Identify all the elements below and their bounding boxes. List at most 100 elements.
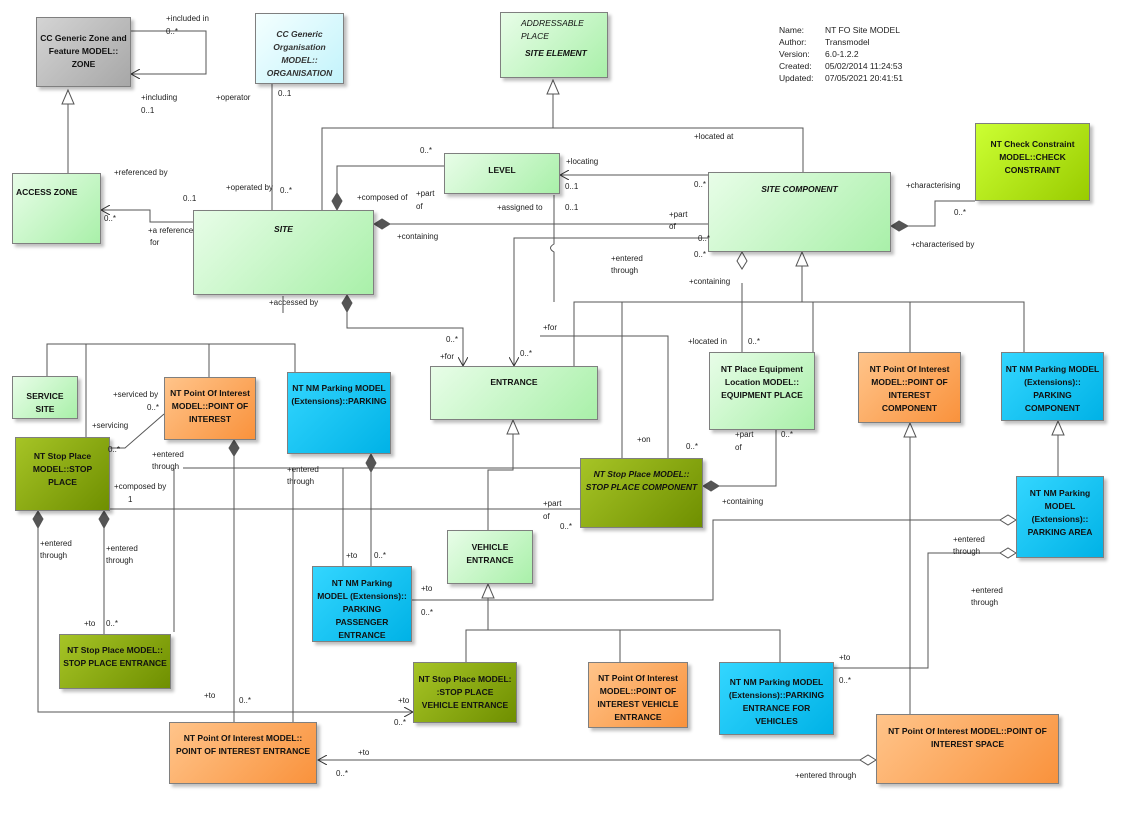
class-organisation-label: CC Generic Organisation MODEL:: ORGANISA… xyxy=(266,29,333,78)
class-stop-place-entrance-label: NT Stop Place MODEL:: STOP PLACE ENTRANC… xyxy=(63,645,167,668)
class-site[interactable]: SITE xyxy=(193,210,374,295)
class-stop-place-entrance[interactable]: NT Stop Place MODEL:: STOP PLACE ENTRANC… xyxy=(59,634,171,689)
role-label: +accessed by xyxy=(269,298,319,307)
class-poi-vehicle-entrance-label: NT Point Of Interest MODEL::POINT OF INT… xyxy=(597,673,679,722)
role-label: +entered xyxy=(287,465,319,474)
role-label: +assigned to xyxy=(497,203,543,212)
multiplicity-label: 0..* xyxy=(280,186,293,195)
class-access-zone-label: ACCESS ZONE xyxy=(16,187,78,197)
meta-author-key: Author: xyxy=(779,37,807,47)
multiplicity-label: 1 xyxy=(128,495,133,504)
role-label: +to xyxy=(358,748,370,757)
role-label-for: for xyxy=(150,238,160,247)
class-check-constraint-label: NT Check Constraint MODEL::CHECK CONSTRA… xyxy=(990,139,1075,175)
role-label-of: of xyxy=(543,512,550,521)
role-label-through: through xyxy=(106,556,134,565)
role-label: +on xyxy=(637,435,651,444)
role-label: +containing xyxy=(722,497,764,506)
class-parking[interactable]: NT NM Parking MODEL (Extensions)::PARKIN… xyxy=(287,372,391,454)
role-label: +characterised by xyxy=(911,240,975,249)
role-label: +to xyxy=(421,584,433,593)
class-poi-space[interactable]: NT Point Of Interest MODEL::POINT OF INT… xyxy=(876,714,1059,784)
class-entrance[interactable]: ENTRANCE xyxy=(430,366,598,420)
class-organisation[interactable]: CC Generic Organisation MODEL:: ORGANISA… xyxy=(255,13,344,84)
meta-author: Transmodel xyxy=(825,37,870,47)
class-vehicle-entrance[interactable]: VEHICLE ENTRANCE xyxy=(447,530,533,584)
class-access-zone[interactable]: ACCESS ZONE xyxy=(12,173,101,244)
role-label: +composed by xyxy=(114,482,167,491)
multiplicity-label: 0..* xyxy=(686,442,699,451)
class-poi[interactable]: NT Point Of Interest MODEL::POINT OF INT… xyxy=(164,377,256,440)
multiplicity-label: 0..* xyxy=(336,769,349,778)
multiplicity-label: 0..1 xyxy=(278,89,292,98)
class-parking-area-label: NT NM Parking MODEL (Extensions):: PARKI… xyxy=(1027,488,1093,537)
class-level[interactable]: LEVEL xyxy=(444,153,560,194)
multiplicity-label: 0..* xyxy=(421,608,434,617)
multiplicity-label: 0..* xyxy=(394,718,407,727)
role-label: +part xyxy=(543,499,562,508)
meta-name: NT FO Site MODEL xyxy=(825,25,900,35)
class-parking-area[interactable]: NT NM Parking MODEL (Extensions):: PARKI… xyxy=(1016,476,1104,558)
class-site-component[interactable]: SITE COMPONENT xyxy=(708,172,891,252)
class-site-element[interactable]: ADDRESSABLE PLACE SITE ELEMENT xyxy=(500,12,608,78)
class-poi-space-label: NT Point Of Interest MODEL::POINT OF INT… xyxy=(888,726,1047,749)
role-label-through: through xyxy=(611,266,639,275)
class-vehicle-entrance-label: VEHICLE ENTRANCE xyxy=(466,542,514,565)
role-label: +to xyxy=(84,619,96,628)
role-label: +entered xyxy=(152,450,184,459)
multiplicity-label: 0..1 xyxy=(565,203,579,212)
role-label: +containing xyxy=(689,277,731,286)
class-site-component-label: SITE COMPONENT xyxy=(761,184,838,194)
multiplicity-label: 0..* xyxy=(781,430,794,439)
role-label: +to xyxy=(398,696,410,705)
class-parking-component[interactable]: NT NM Parking MODEL (Extensions):: PARKI… xyxy=(1001,352,1104,421)
class-entrance-label: ENTRANCE xyxy=(490,377,538,387)
multiplicity-label: 0..* xyxy=(106,619,119,628)
class-poi-component[interactable]: NT Point Of Interest MODEL::POINT OF INT… xyxy=(858,352,961,423)
multiplicity-label: 0..* xyxy=(420,146,433,155)
class-stop-place-component[interactable]: NT Stop Place MODEL:: STOP PLACE COMPONE… xyxy=(580,458,703,528)
multiplicity-label: 0..* xyxy=(104,214,117,223)
role-label-through: through xyxy=(287,477,315,486)
meta-updated-key: Updated: xyxy=(779,73,814,83)
class-poi-vehicle-entrance[interactable]: NT Point Of Interest MODEL::POINT OF INT… xyxy=(588,662,688,728)
class-parking-passenger-entrance-label: NT NM Parking MODEL (Extensions):: PARKI… xyxy=(317,578,407,640)
class-level-label: LEVEL xyxy=(488,165,516,175)
role-label: +characterising xyxy=(906,181,961,190)
class-check-constraint[interactable]: NT Check Constraint MODEL::CHECK CONSTRA… xyxy=(975,123,1090,201)
role-label: +for xyxy=(543,323,558,332)
role-label: +composed of xyxy=(357,193,408,202)
role-label: +a reference xyxy=(148,226,194,235)
class-parking-component-label: NT NM Parking MODEL (Extensions):: PARKI… xyxy=(1005,364,1100,413)
class-poi-entrance[interactable]: NT Point Of Interest MODEL:: POINT OF IN… xyxy=(169,722,317,784)
role-label: +locating xyxy=(566,157,599,166)
class-poi-component-label: NT Point Of Interest MODEL::POINT OF INT… xyxy=(869,364,950,413)
role-label: +servicing xyxy=(92,421,129,430)
class-stop-place[interactable]: NT Stop Place MODEL::STOP PLACE xyxy=(15,437,110,511)
class-stop-place-label: NT Stop Place MODEL::STOP PLACE xyxy=(32,451,93,487)
diagram-metadata: Name:NT FO Site MODEL Author:Transmodel … xyxy=(779,24,903,84)
role-label-of: of xyxy=(416,202,423,211)
role-label: +for xyxy=(440,352,455,361)
class-service-site[interactable]: SERVICE SITE xyxy=(12,376,78,419)
multiplicity-label: 0..1 xyxy=(565,182,579,191)
class-site-label: SITE xyxy=(274,224,293,234)
multiplicity-label: 0..* xyxy=(446,335,459,344)
multiplicity-label: 0..1 xyxy=(141,106,155,115)
role-label: +to xyxy=(204,691,216,700)
meta-created: 05/02/2014 11:24:53 xyxy=(825,61,903,71)
multiplicity-label: 0..1 xyxy=(183,194,197,203)
class-parking-passenger-entrance[interactable]: NT NM Parking MODEL (Extensions):: PARKI… xyxy=(312,566,412,642)
role-label: +part xyxy=(416,189,435,198)
role-label-through: through xyxy=(40,551,68,560)
class-parking-label: NT NM Parking MODEL (Extensions)::PARKIN… xyxy=(291,383,387,406)
role-label: +referenced by xyxy=(114,168,168,177)
class-equipment-place[interactable]: NT Place Equipment Location MODEL:: EQUI… xyxy=(709,352,815,430)
multiplicity-label: 0..* xyxy=(166,27,179,36)
class-stop-place-vehicle-entrance[interactable]: NT Stop Place MODEL: :STOP PLACE VEHICLE… xyxy=(413,662,517,723)
role-label: +entered xyxy=(106,544,138,553)
class-zone[interactable]: CC Generic Zone and Feature MODEL:: ZONE xyxy=(36,17,131,87)
meta-version: 6.0-1.2.2 xyxy=(825,49,859,59)
role-label-of: of xyxy=(669,222,676,231)
class-parking-entrance-vehicles[interactable]: NT NM Parking MODEL (Extensions)::PARKIN… xyxy=(719,662,834,735)
